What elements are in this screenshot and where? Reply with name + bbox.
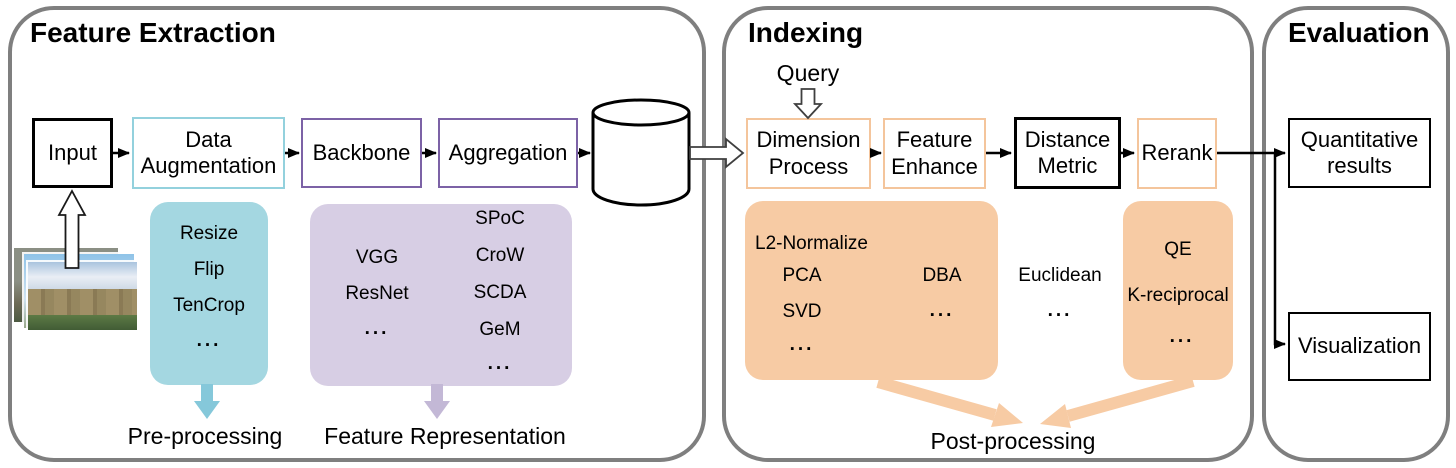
group-representation [310, 204, 572, 386]
list-item-ellipsis: ... [789, 334, 815, 355]
node-quantitative-results: Quantitative results [1288, 118, 1431, 188]
list-item-ellipsis: ... [1047, 300, 1073, 321]
list-item-ellipsis: ... [196, 330, 222, 351]
group-dimension-process [745, 201, 998, 380]
postprocessing-label: Post-processing [930, 428, 1096, 454]
representation-label: Feature Representation [324, 423, 566, 449]
list-item: VGG [355, 247, 399, 268]
list-item: Flip [193, 259, 225, 280]
list-item: SVD [782, 301, 822, 322]
node-aggregation: Aggregation [438, 118, 578, 188]
list-item: CroW [475, 245, 525, 266]
list-item: ResNet [345, 283, 409, 304]
node-backbone: Backbone [301, 118, 422, 188]
query-photo-front [28, 262, 137, 330]
list-item: SPoC [475, 208, 525, 229]
list-item: Euclidean [1018, 265, 1102, 286]
node-input: Input [32, 118, 113, 188]
list-item: QE [1164, 239, 1192, 260]
list-item-ellipsis: ... [487, 353, 513, 374]
list-item-ellipsis: ... [929, 300, 955, 321]
title-evaluation: Evaluation [1288, 17, 1430, 48]
list-item-ellipsis: ... [364, 318, 390, 339]
node-visualization: Visualization [1288, 312, 1431, 381]
list-item: PCA [782, 265, 822, 286]
list-item: SCDA [473, 282, 527, 303]
list-item-ellipsis: ... [1169, 326, 1195, 347]
preprocessing-label: Pre-processing [127, 423, 283, 449]
node-rerank: Rerank [1137, 118, 1217, 189]
photo-building [28, 289, 137, 316]
photo-sky [28, 262, 137, 290]
title-feature-extraction: Feature Extraction [30, 17, 276, 48]
photo-grass [28, 315, 137, 330]
group-rerank [1123, 201, 1233, 380]
list-item: DBA [922, 265, 962, 286]
node-dimension-process: Dimension Process [746, 118, 871, 189]
node-distance-metric: Distance Metric [1014, 117, 1121, 189]
list-item: GeM [479, 319, 521, 340]
group-header: L2-Normalize [755, 233, 868, 254]
list-item: K-reciprocal [1127, 285, 1229, 306]
node-feature-enhance: Feature Enhance [883, 118, 986, 189]
node-data-augmentation: Data Augmentation [132, 117, 285, 189]
list-item: TenCrop [173, 295, 245, 316]
query-label: Query [776, 60, 840, 86]
group-preprocessing [150, 202, 268, 385]
panel-evaluation [1262, 6, 1450, 462]
node-feature-set-label: Feature Set [603, 127, 679, 178]
list-item: Resize [179, 223, 239, 244]
title-indexing: Indexing [748, 17, 864, 48]
